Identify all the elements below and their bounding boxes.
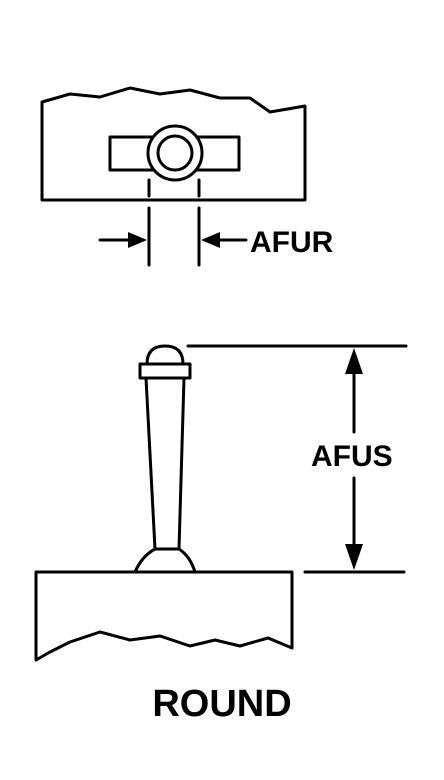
- post-right-edge: [177, 376, 186, 551]
- top-view-plate: [40, 86, 307, 202]
- afus-arrowhead-top: [345, 348, 363, 374]
- post-fillet: [133, 547, 197, 574]
- post-left-edge: [144, 376, 157, 551]
- base-block: [34, 570, 294, 662]
- post-collar: [138, 362, 192, 380]
- top-view-inner-circle: [156, 134, 194, 172]
- post-dome: [145, 344, 185, 366]
- afur-label: AFUR: [250, 226, 334, 259]
- afus-label: AFUS: [311, 440, 393, 473]
- afur-arrowhead-left: [128, 232, 147, 248]
- round-label: ROUND: [152, 683, 291, 725]
- afur-arrowhead-right: [201, 232, 220, 248]
- top-view-outer-circle: [146, 124, 204, 182]
- afus-arrowhead-bottom: [345, 544, 363, 570]
